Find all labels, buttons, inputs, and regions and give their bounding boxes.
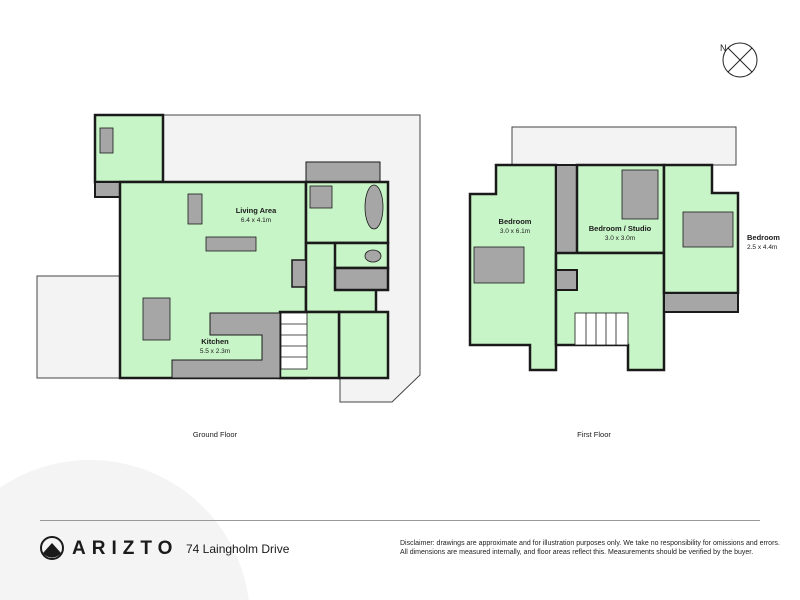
- laundry: [337, 310, 390, 380]
- kitchen-counter: [171, 312, 281, 379]
- ground-floor-plan: Living Area 6.4 x 4.1m Kitchen 5.5 x 2.3…: [36, 113, 421, 439]
- floor-title: First Floor: [577, 430, 611, 439]
- svg-text:N: N: [720, 43, 727, 53]
- room-dims: 2.5 x 4.4m: [747, 244, 777, 251]
- floor-title: Ground Floor: [193, 430, 238, 439]
- side-deck: [36, 275, 121, 379]
- compass-icon: N: [720, 42, 758, 78]
- room-dims: 3.0 x 6.1m: [500, 228, 530, 235]
- bed: [473, 246, 525, 284]
- sofa: [187, 193, 203, 225]
- stair-treads: [281, 323, 307, 358]
- first-floor-plan: Bedroom 3.0 x 6.1m Bedroom / Studio 3.0 …: [468, 126, 780, 439]
- balcony: [511, 126, 737, 166]
- room-dims: 3.0 x 3.0m: [605, 235, 635, 242]
- bed: [621, 169, 659, 220]
- room-dims: 6.4 x 4.1m: [241, 217, 271, 224]
- bath-counter: [305, 161, 381, 183]
- arizto-logo-icon: [40, 536, 64, 560]
- wardrobe: [663, 292, 739, 313]
- closet: [555, 269, 578, 291]
- background-circle: [0, 460, 249, 600]
- linen: [333, 266, 390, 292]
- stair-treads: [585, 313, 617, 345]
- dining-table: [142, 297, 171, 341]
- toilet: [364, 249, 382, 263]
- bed: [682, 211, 734, 248]
- room-name: Bedroom: [747, 233, 780, 242]
- bathtub: [364, 184, 384, 230]
- stairs: [280, 312, 308, 370]
- porch-strip: [94, 181, 121, 198]
- room-name: Living Area: [236, 206, 277, 215]
- room-name: Bedroom / Studio: [589, 224, 652, 233]
- fireplace: [291, 259, 307, 288]
- sofa: [205, 236, 257, 252]
- room-dims: 5.5 x 2.3m: [200, 348, 230, 355]
- room-name: Kitchen: [201, 337, 229, 346]
- shower: [309, 185, 333, 209]
- stairs: [574, 312, 629, 346]
- porch-sofa: [99, 127, 114, 154]
- room-name: Bedroom: [499, 217, 532, 226]
